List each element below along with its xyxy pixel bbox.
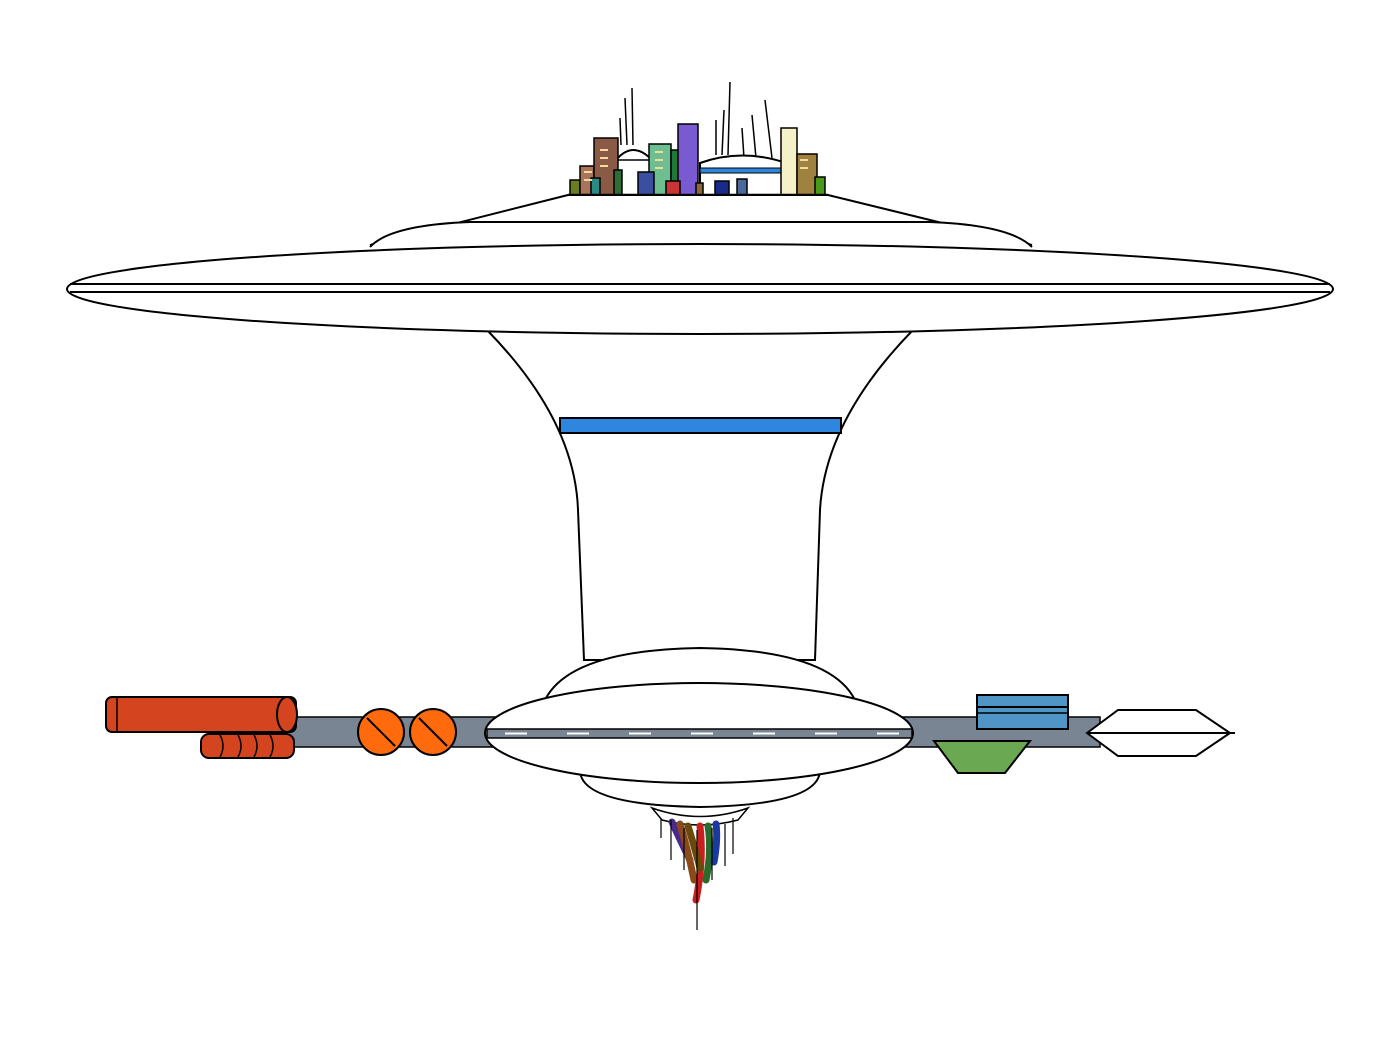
city-building (736, 178, 748, 196)
rooftop-city (568, 81, 828, 197)
upper-saucer-rim (369, 221, 1033, 248)
city-building (677, 123, 699, 196)
lower-spire (649, 806, 751, 930)
spire-strand (710, 820, 721, 866)
cylinder-module (105, 696, 298, 733)
city-building (637, 171, 655, 196)
column-accent-band (559, 417, 842, 434)
city-buildings (569, 123, 826, 196)
central-dome-band (699, 167, 787, 174)
city-building (590, 177, 601, 196)
city-antennas (619, 81, 773, 159)
spire-strand (684, 822, 704, 872)
city-building (714, 180, 730, 196)
city-building (613, 169, 623, 196)
spire-strand (702, 822, 714, 884)
spire-strand (676, 820, 698, 884)
round-pod-left (357, 708, 405, 756)
city-building (695, 182, 704, 196)
main-saucer (66, 243, 1334, 335)
segmented-module (200, 733, 295, 759)
spire-antennas (660, 818, 734, 930)
round-pod-right (409, 708, 457, 756)
city-building (780, 127, 798, 196)
spire-strands (668, 818, 721, 904)
city-building (569, 179, 581, 196)
dish-module (932, 740, 1033, 774)
city-building (665, 180, 681, 196)
solar-block (976, 694, 1069, 730)
central-column (484, 329, 916, 661)
city-building (814, 176, 826, 196)
nose-probe (1085, 709, 1235, 757)
